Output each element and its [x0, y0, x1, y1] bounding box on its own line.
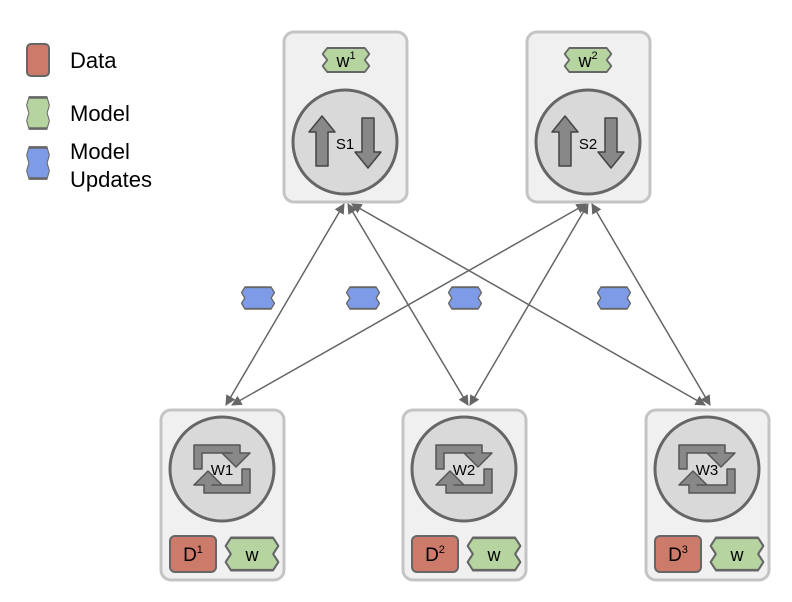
legend-model-label: Model	[70, 101, 130, 126]
worker-model-label: w	[730, 545, 745, 565]
server-id-label: S1	[336, 136, 354, 153]
model-update-tokens	[240, 286, 632, 310]
server-param-label: w2	[577, 50, 597, 71]
worker-circle	[653, 415, 761, 523]
model-update-token-1	[240, 286, 276, 310]
worker-model-label: w	[245, 545, 260, 565]
worker-id-label: W3	[696, 462, 719, 479]
worker-circle	[410, 415, 518, 523]
data-shard	[169, 535, 217, 573]
arrow-s2-w3	[591, 203, 711, 406]
legend-data-swatch	[26, 43, 50, 77]
legend	[25, 43, 51, 180]
worker-w3: W3 D3 w	[644, 408, 771, 582]
worker-w2: W2 D2 w	[401, 408, 528, 582]
data-shard-label: D3	[668, 544, 688, 566]
data-shard	[411, 535, 459, 573]
server-circle	[534, 88, 642, 196]
worker-id-label: W1	[211, 462, 234, 479]
legend-updates-label-line2: Updates	[70, 167, 152, 192]
server-s2: w2 S2	[525, 30, 652, 204]
legend-updates-swatch	[25, 146, 51, 180]
legend-model-swatch	[25, 96, 51, 130]
worker-w1: W1 D1 w	[159, 408, 286, 582]
model-update-token-3	[447, 286, 483, 310]
data-shard-label: D2	[425, 544, 445, 566]
server-circle	[291, 88, 399, 196]
model-update-token-4	[596, 286, 632, 310]
worker-circle	[168, 415, 276, 523]
arrow-s2-w2	[469, 203, 589, 406]
connection-arrows	[225, 203, 711, 406]
legend-updates-label-line1: Model	[70, 139, 130, 164]
legend-data-label: Data	[70, 48, 117, 73]
server-id-label: S2	[579, 136, 597, 153]
worker-id-label: W2	[453, 462, 476, 479]
model-update-token-2	[345, 286, 381, 310]
worker-model-label: w	[487, 545, 502, 565]
data-shard-label: D1	[183, 544, 203, 566]
server-param-label: w1	[335, 50, 355, 71]
data-shard	[654, 535, 702, 573]
server-s1: w1 S1	[282, 30, 409, 204]
